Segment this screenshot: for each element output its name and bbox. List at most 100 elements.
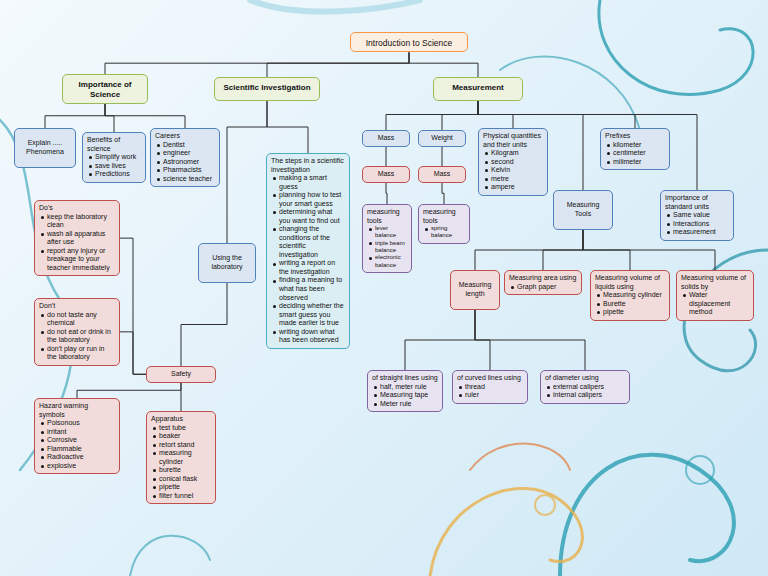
list-box: Importance of standard unitsSame valueIn… [660,190,734,241]
box-heading: Introduction to Science [355,38,463,48]
box-heading: Measuring Tools [558,201,608,218]
tree-connector [77,383,181,398]
list-item: milimeter [605,158,665,167]
tree-connector [120,332,146,374]
tree-connector [105,104,114,133]
list-box: CareersDentistengineerAstronomerPharmaci… [150,128,220,187]
list-item: Same value [665,211,729,220]
list-item: lever balance [367,225,407,240]
list-box: Benefits of scienceSimplify worksave liv… [82,132,146,183]
list-item: Water displacement method [681,291,749,317]
tree-connector [475,310,585,370]
box-heading: Measuring volume of solids by [681,274,749,291]
list-item: wash all apparatus after use [39,230,115,247]
list-item: Astronomer [155,158,215,167]
tree-connector [181,283,227,366]
subtopic-box: Measuring length [450,270,500,310]
list-item: don't play or run in the laboratory [39,345,115,362]
box-heading: Mass [367,134,405,143]
box-heading: Weight [423,134,461,143]
tree-connector [409,52,478,77]
list-item: Dentist [155,141,215,150]
tree-connector [267,101,308,153]
list-box: Apparatustest tubebeakerretort standmeas… [146,411,216,504]
list-item: measuring cylinder [151,449,211,466]
list-item: spring balance [423,225,465,240]
list-item: Kilogram [483,149,543,158]
list-item: Interactions [665,220,729,229]
list-item: Graph paper [509,283,577,292]
list-item: determining what you want to find out [271,208,345,225]
subtopic-box: Weight [418,130,466,147]
list-item: pipette [595,308,665,317]
box-heading: Do's [39,204,115,213]
list-item: changing the conditions of the scientifi… [271,225,345,259]
list-item: explosive [39,462,115,471]
box-heading: Hazard warning symbols [39,402,115,419]
list-item: conical flask [151,475,211,484]
list-item: external calipers [545,383,625,392]
box-heading: Mass [423,170,461,179]
tree-connector [442,183,444,204]
list-box: Measuring area usingGraph paper [504,270,582,295]
list-item: report any injury or breakage to your te… [39,247,115,273]
box-heading: of diameter using [545,374,625,383]
list-item: measurement [665,228,729,237]
tree-connector [475,230,583,270]
topic-box: Importance of Science [62,74,148,104]
list-box: measuring toolslever balancetriple beam … [362,204,412,273]
list-item: Radioactive [39,453,115,462]
tree-connector [386,101,478,130]
box-heading: Apparatus [151,415,211,424]
tree-connector [386,183,387,204]
list-item: Predictions [87,170,141,179]
list-item: writing a report on the investigation [271,259,345,276]
list-item: do not taste any chemical [39,311,115,328]
list-item: filter funnel [151,492,211,501]
box-heading: of curved lines using [457,374,523,383]
tree-connector [543,230,583,270]
box-heading: Measuring volume of liquids using [595,274,665,291]
box-heading: Importance of Science [67,80,143,100]
box-heading: Scientific Investigation [219,83,315,93]
list-item: thread [457,383,523,392]
list-item: irritant [39,428,115,437]
subtopic-box: Mass [362,166,410,183]
box-heading: Careers [155,132,215,141]
list-item: electronic balance [367,254,407,269]
tree-connector [386,147,387,166]
list-item: retort stand [151,441,211,450]
list-box: of curved lines usingthreadruler [452,370,528,404]
subtopic-box: Safety [146,366,216,383]
root-topic-box: Introduction to Science [350,32,468,52]
list-item: Meter rule [372,400,438,409]
list-item: finding a meaning to what has been obser… [271,276,345,302]
list-box: Measuring volume of liquids usingMeasuri… [590,270,670,321]
list-box: Do'skeep the laboratory cleanwash all ap… [34,200,120,276]
list-item: metre [483,175,543,184]
tree-connector [442,101,478,130]
topic-box: Scientific Investigation [214,77,320,101]
list-box: The steps in a scientific investigationm… [266,153,350,349]
box-heading: Don't [39,302,115,311]
list-box: of straight lines usinghalf, meter ruleM… [367,370,443,412]
list-item: ampere [483,183,543,192]
list-item: test tube [151,424,211,433]
list-item: deciding whether the smart guess you mad… [271,302,345,328]
tree-connector [405,310,475,370]
box-heading: Explain ..... Phenomena [19,139,71,156]
tree-connector [267,52,409,77]
box-heading: measuring tools [367,208,407,225]
list-item: Kelvin [483,166,543,175]
list-item: Measuring cylinder [595,291,665,300]
list-item: ruler [457,391,523,400]
list-box: Prefixeskilometercentimetermilimeter [600,128,670,170]
box-heading: Measuring length [455,281,495,298]
box-heading: Safety [151,370,211,379]
subtopic-box: Mass [418,166,466,183]
list-box: Measuring volume of solids byWater displ… [676,270,754,321]
tree-connector [442,147,443,166]
list-item: planning how to test your smart guess [271,191,345,208]
list-item: Corrosive [39,436,115,445]
list-box: Hazard warning symbolsPoisonousirritantC… [34,398,120,474]
